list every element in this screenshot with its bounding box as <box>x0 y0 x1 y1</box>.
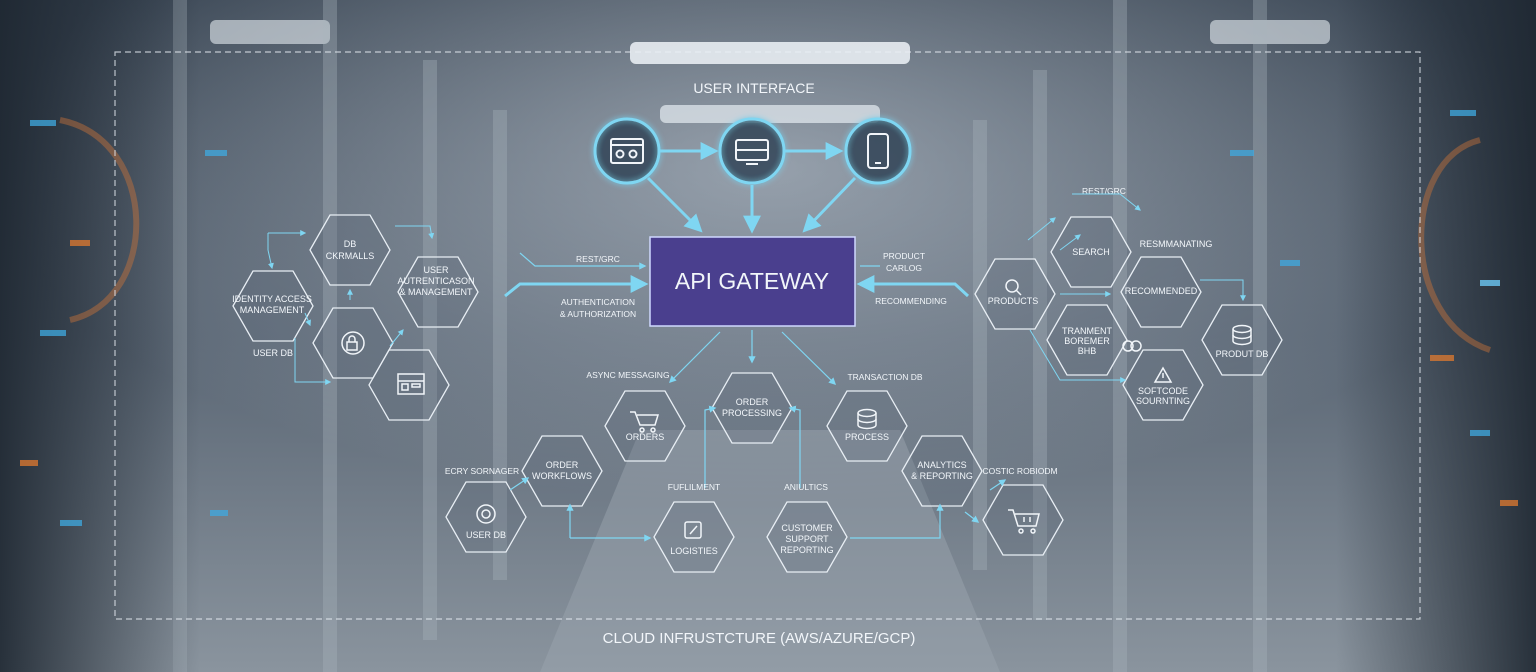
db-hex-label-1: DB <box>344 239 357 249</box>
user-auth-label-1: USER <box>423 265 449 275</box>
software-label-1: SOFTCODE <box>1138 386 1188 396</box>
software-label-2: SOURNTING <box>1136 396 1190 406</box>
process-database-icon <box>857 408 877 430</box>
warning-icon <box>1153 366 1173 383</box>
transaction-db-label: TRANSACTION DB <box>847 372 922 382</box>
order-processing-label-1: ORDER <box>736 397 769 407</box>
right-rest-grc-label: REST/GRC <box>1082 186 1126 196</box>
cloud-infrastructure-label: CLOUD INFRUSTCTURE (AWS/AZURE/GCP) <box>603 630 916 647</box>
cart-icon <box>1008 509 1040 534</box>
shopping-cart-icon <box>630 411 660 433</box>
rest-grc-label: REST/GRC <box>576 254 620 264</box>
process-label: PROCESS <box>845 432 889 442</box>
orders-hex[interactable] <box>604 390 686 462</box>
search-label: SEARCH <box>1072 247 1110 257</box>
customer-support-label-1: CUSTOMER <box>781 523 833 533</box>
auth-label-2: & AUTHORIZATION <box>560 309 636 319</box>
product-db-label: PRODUT DB <box>1216 349 1269 359</box>
user-db-label-left: USER DB <box>253 348 293 358</box>
db-hex[interactable] <box>309 214 391 286</box>
customer-support-label-2: SUPPORT <box>785 534 829 544</box>
process-hex[interactable] <box>826 390 908 462</box>
analytics-center-label: ANIULTICS <box>784 482 828 492</box>
identity-label-1: IDENTITY ACCESS <box>232 294 312 304</box>
link-icon <box>1122 340 1142 352</box>
entry-scanner-label: ECRY SORNAGER <box>445 466 519 476</box>
software-hex[interactable] <box>1122 349 1204 421</box>
analytics-label-1: ANALYTICS <box>917 460 966 470</box>
resmanating-label: RESMMANATING <box>1140 239 1213 249</box>
user-interface-label: USER INTERFACE <box>693 80 814 96</box>
analytics-label-2: & REPORTING <box>911 471 973 481</box>
products-label: PRODUCTS <box>988 296 1039 306</box>
product-catalog-label-1: PRODUCT <box>883 251 925 261</box>
desktop-client-node[interactable] <box>718 117 786 185</box>
logistics-icon <box>684 521 702 539</box>
fulfilment-label: FUFLILMENT <box>668 482 720 492</box>
cart-hex[interactable] <box>982 484 1064 556</box>
browser-icon <box>610 138 644 164</box>
order-workflows-label-2: WORKFLOWS <box>532 471 592 481</box>
recommending-label: RECOMMENDING <box>875 296 947 306</box>
order-processing-label-2: PROCESSING <box>722 408 782 418</box>
user-auth-label-3: & MANAGEMENT <box>399 287 473 297</box>
monitor-icon <box>735 139 769 165</box>
dashboard-icon <box>397 373 425 395</box>
logistics-hex[interactable] <box>653 501 735 573</box>
search-products-icon <box>1005 279 1022 296</box>
identity-label-2: MANAGEMENT <box>240 305 305 315</box>
user-db-label-lower: USER DB <box>466 530 506 540</box>
order-workflows-label-1: ORDER <box>546 460 579 470</box>
db-hex-label-2: CKRMALLS <box>326 251 375 261</box>
product-db-hex[interactable] <box>1201 304 1283 376</box>
product-catalog-label-2: CARLOG <box>886 263 922 273</box>
cost-recom-label: COSTIC ROBIODM <box>982 466 1057 476</box>
lock-icon <box>341 331 365 355</box>
async-messaging-label: ASYNC MESSAGING <box>586 370 669 380</box>
smartphone-icon <box>867 133 889 169</box>
payment-label-1: TRANMENT <box>1062 326 1112 336</box>
api-gateway[interactable]: API GATEWAY <box>649 236 856 327</box>
user-auth-label-2: AUTRENTICASON <box>397 276 474 286</box>
api-gateway-title: API GATEWAY <box>675 268 829 294</box>
logistics-label: LOGISTIES <box>670 546 718 556</box>
payment-label-2: BOREMER <box>1064 336 1110 346</box>
recommended-label: RECOMMENDED <box>1125 286 1198 296</box>
target-icon <box>476 504 496 524</box>
payment-label-3: BHB <box>1078 346 1097 356</box>
user-db-hex[interactable] <box>445 481 527 553</box>
orders-label: ORDERS <box>626 432 665 442</box>
cloud-boundary <box>114 51 1421 620</box>
auth-label-1: AUTHENTICATION <box>561 297 635 307</box>
database-icon <box>1232 324 1252 346</box>
customer-support-label-3: REPORTING <box>780 545 833 555</box>
products-hex[interactable] <box>974 258 1056 330</box>
web-client-node[interactable] <box>593 117 661 185</box>
mobile-client-node[interactable] <box>844 117 912 185</box>
